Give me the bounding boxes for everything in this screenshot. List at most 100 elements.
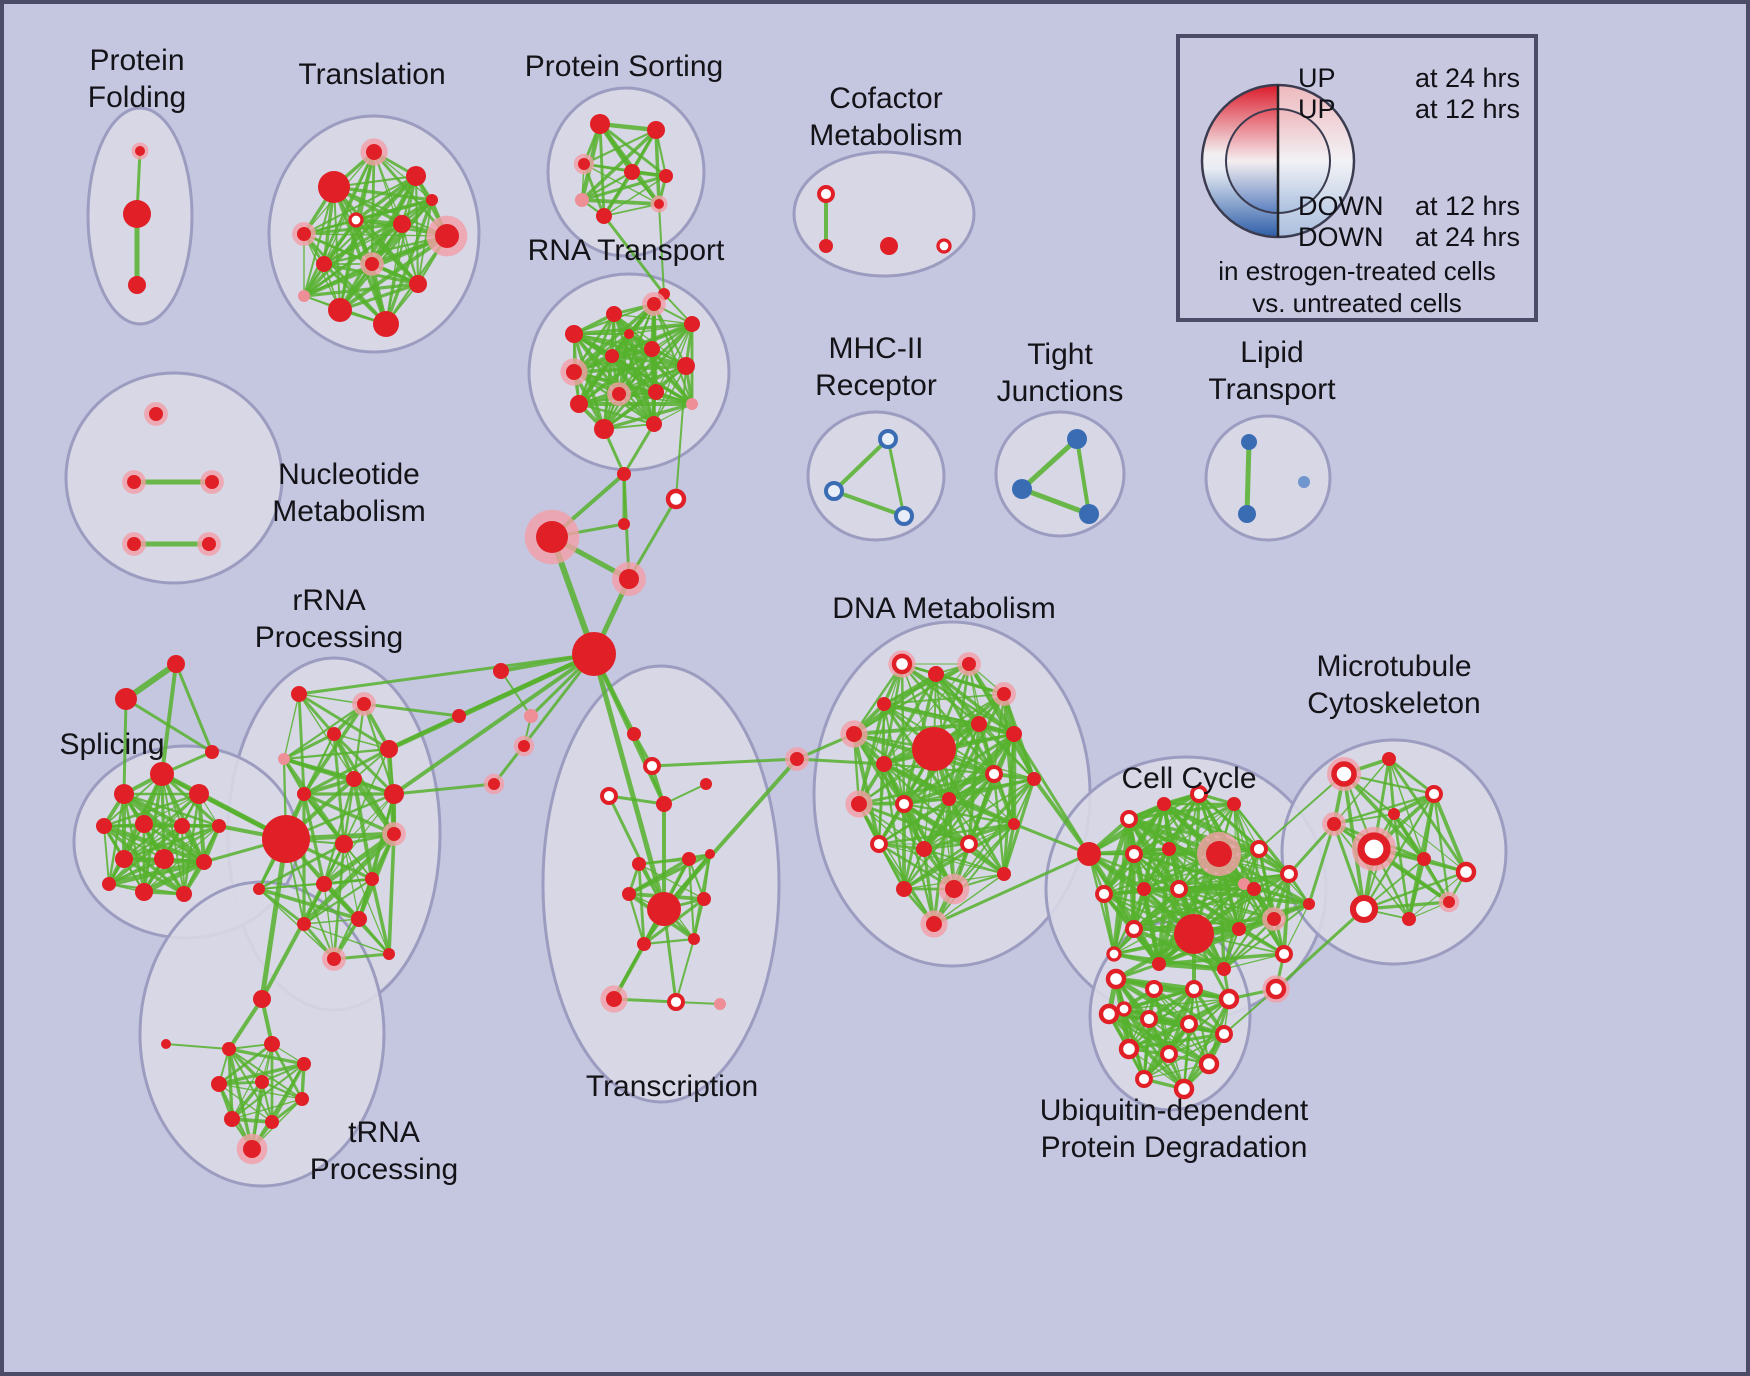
network-node bbox=[406, 166, 426, 186]
network-edge bbox=[832, 489, 906, 518]
network-edge bbox=[302, 877, 374, 926]
network-edge bbox=[1012, 822, 1091, 856]
network-node bbox=[677, 357, 695, 375]
network-edge bbox=[883, 693, 1005, 765]
network-edge bbox=[1392, 812, 1411, 921]
network-edge bbox=[1177, 882, 1246, 891]
legend-row-down-12: DOWN at 12 hrs bbox=[1298, 191, 1520, 221]
network-node bbox=[572, 632, 616, 676]
network-edge bbox=[1133, 793, 1200, 855]
network-edge bbox=[303, 233, 341, 311]
network-edge bbox=[1168, 1033, 1225, 1055]
network-edge bbox=[143, 793, 200, 825]
network-edge bbox=[607, 794, 666, 911]
network-node bbox=[115, 688, 137, 710]
network-node bbox=[150, 762, 174, 786]
network-node bbox=[1174, 914, 1214, 954]
network-edge bbox=[1012, 732, 1091, 856]
network-edge bbox=[902, 772, 996, 806]
network-edge bbox=[1112, 952, 1226, 971]
network-node bbox=[1077, 842, 1101, 866]
network-node bbox=[1455, 861, 1477, 883]
legend-direction-label: DOWN bbox=[1298, 221, 1384, 252]
network-node bbox=[817, 185, 835, 203]
network-node bbox=[1180, 1015, 1198, 1033]
network-edge bbox=[106, 859, 207, 887]
network-edge bbox=[832, 437, 890, 493]
legend-caption-line1: in estrogen-treated cells bbox=[1218, 256, 1496, 286]
network-node bbox=[262, 815, 310, 863]
network-edge bbox=[297, 652, 596, 696]
network-edge bbox=[992, 772, 1006, 876]
network-node bbox=[1125, 845, 1143, 863]
network-node bbox=[926, 916, 942, 932]
network-node bbox=[212, 819, 226, 833]
network-node bbox=[243, 1140, 261, 1158]
network-node bbox=[393, 215, 411, 233]
network-edge bbox=[627, 852, 712, 896]
network-node bbox=[135, 883, 153, 901]
network-edge bbox=[580, 198, 661, 206]
network-node bbox=[328, 298, 352, 322]
network-edge bbox=[1333, 758, 1390, 825]
network-edge bbox=[1123, 1008, 1210, 1065]
network-node bbox=[618, 518, 630, 530]
network-edge bbox=[652, 302, 694, 406]
legend-time-label: at 24 hrs bbox=[1414, 221, 1520, 252]
network-node bbox=[870, 835, 888, 853]
network-node bbox=[114, 784, 134, 804]
network-edge bbox=[617, 364, 688, 396]
network-node bbox=[1425, 785, 1443, 803]
network-edge bbox=[622, 422, 656, 476]
network-edge bbox=[1332, 792, 1436, 826]
network-edge bbox=[107, 772, 164, 886]
network-edge bbox=[1112, 887, 1181, 956]
network-node bbox=[682, 852, 696, 866]
network-node bbox=[617, 467, 631, 481]
legend-time-label: at 24 hrs bbox=[1414, 62, 1520, 93]
network-node bbox=[1079, 504, 1099, 524]
network-node bbox=[1152, 957, 1166, 971]
network-node bbox=[127, 475, 141, 489]
network-node bbox=[115, 850, 133, 868]
network-edge bbox=[795, 757, 886, 766]
network-edge bbox=[257, 887, 306, 926]
network-node bbox=[387, 827, 401, 841]
network-edge bbox=[858, 663, 903, 805]
network-edge bbox=[1182, 1022, 1191, 1091]
network-node bbox=[688, 933, 700, 945]
network-node bbox=[878, 429, 898, 449]
network-node bbox=[264, 1036, 280, 1052]
network-node bbox=[1006, 726, 1022, 742]
network-edge bbox=[1156, 916, 1277, 967]
network-node bbox=[647, 892, 681, 926]
network-nodes bbox=[96, 114, 1477, 1165]
network-node bbox=[646, 416, 662, 432]
network-edge bbox=[332, 732, 396, 796]
network-edge bbox=[122, 792, 221, 828]
network-edge bbox=[852, 662, 904, 736]
network-edge bbox=[302, 174, 418, 236]
network-edge bbox=[1387, 757, 1468, 874]
network-node bbox=[916, 841, 932, 857]
network-edge bbox=[500, 670, 532, 717]
cluster-ellipse-cofactor-metabolism bbox=[792, 150, 976, 278]
network-edge bbox=[370, 877, 391, 956]
network-node bbox=[127, 537, 141, 551]
network-edge bbox=[1019, 436, 1080, 492]
network-edge bbox=[392, 782, 496, 796]
network-node bbox=[409, 275, 427, 293]
network-node bbox=[1267, 912, 1281, 926]
network-edge bbox=[227, 997, 264, 1051]
network-node bbox=[566, 364, 582, 380]
network-edge bbox=[933, 823, 1015, 925]
network-node bbox=[1382, 752, 1396, 766]
network-node bbox=[174, 818, 190, 834]
legend-row-up-24: UP at 24 hrs bbox=[1298, 63, 1520, 93]
network-node bbox=[627, 727, 641, 741]
network-edge bbox=[1002, 822, 1016, 876]
network-node bbox=[1125, 920, 1143, 938]
network-edge bbox=[338, 282, 420, 312]
network-node bbox=[128, 276, 146, 294]
